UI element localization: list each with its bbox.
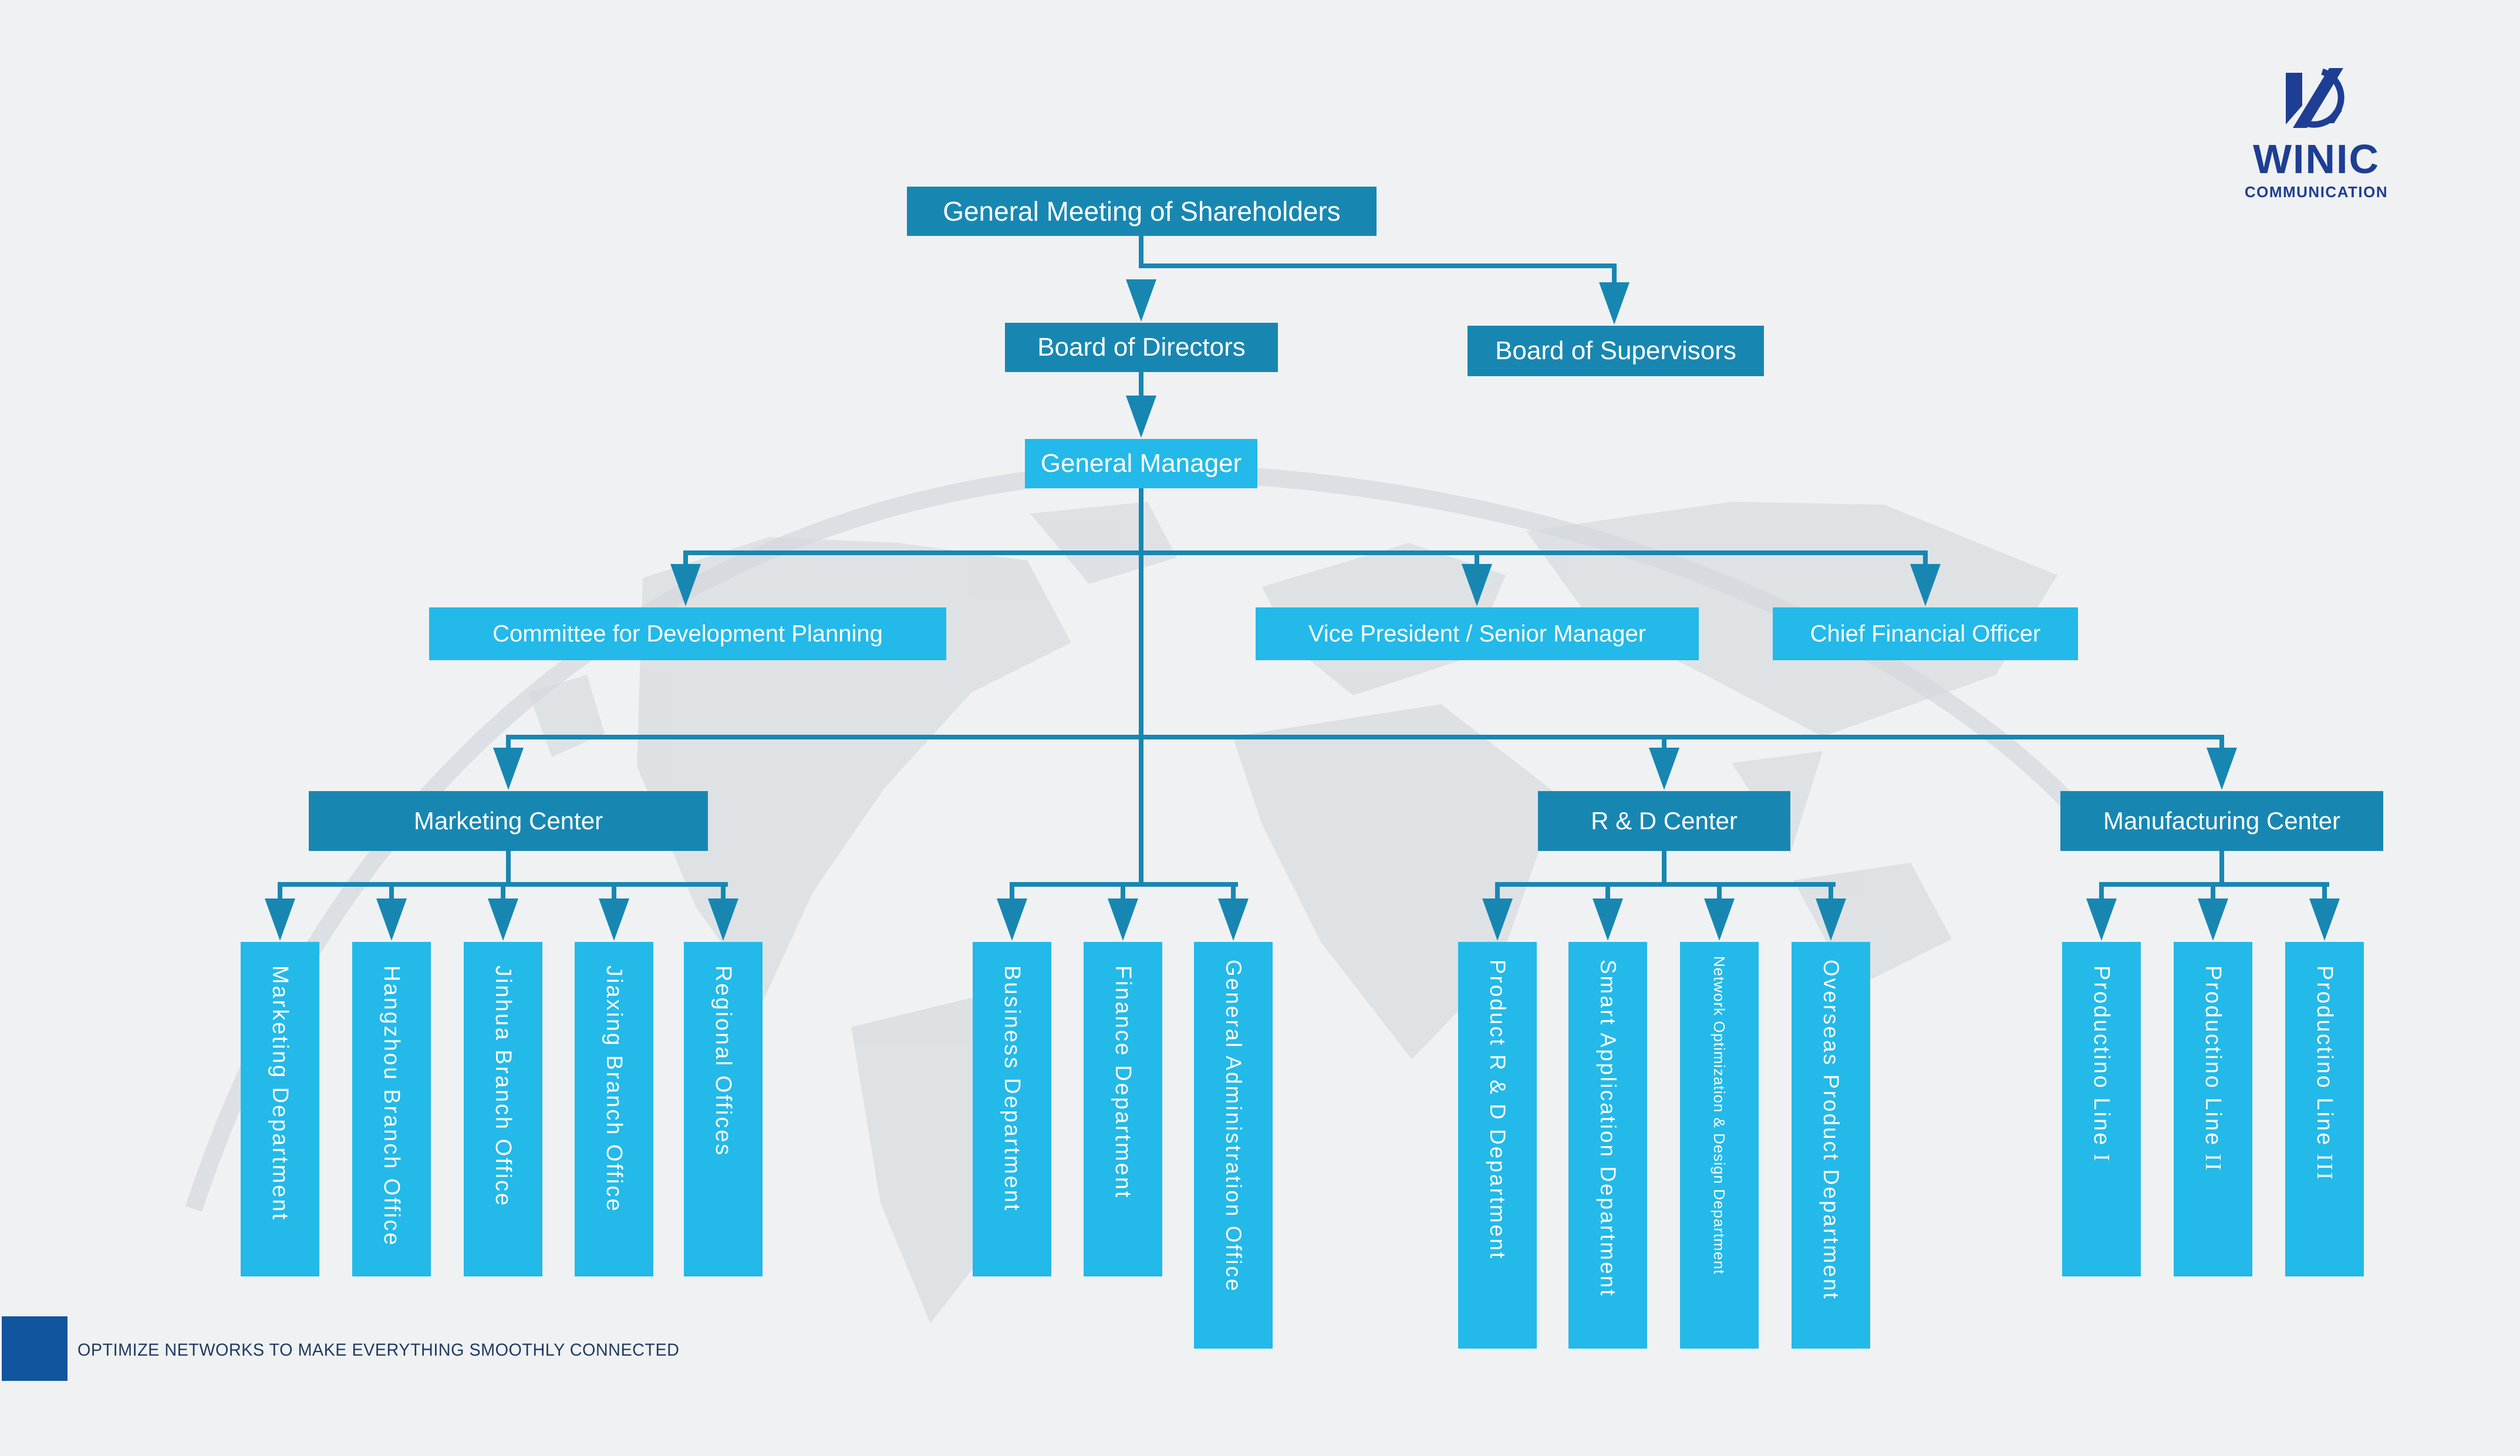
arrow-down-icon [1599,282,1630,325]
node-network-optimization-design-department: Network Optimization & Design Department [1680,942,1759,1349]
tagline-accent-square [2,1316,68,1381]
connector-line [2099,884,2104,900]
node-jinhua-branch-office: Jinhua Branch Office [464,942,542,1276]
connector-line [1139,264,1617,268]
node-chief-financial-officer: Chief Financial Officer [1773,607,2078,660]
node-rd-center: R & D Center [1538,791,1790,851]
connector-line [389,884,394,900]
arrow-down-icon [1218,898,1249,941]
node-jiaxing-branch-office: Jiaxing Branch Office [575,942,653,1276]
node-manufacturing-center: Manufacturing Center [2060,791,2383,851]
node-hangzhou-branch-office: Hangzhou Branch Office [352,942,431,1276]
node-business-department: Business Department [973,942,1051,1276]
production-line-numeral: I [2089,1154,2114,1163]
production-line-numeral: III [2312,1154,2337,1182]
connector-line [506,735,2224,739]
node-general-meeting-of-shareholders: General Meeting of Shareholders [907,187,1377,236]
connector-line [501,884,505,900]
logo-mark-icon [2286,68,2344,128]
arrow-down-icon [1108,898,1138,941]
connector-line [506,737,511,751]
node-finance-department: Finance Department [1084,942,1162,1276]
node-vice-president-senior-manager: Vice President / Senior Manager [1256,607,1699,660]
connector-line [1475,553,1479,567]
arrow-down-icon [2207,748,2237,790]
logo-brand-text: WINIC [2252,136,2380,182]
company-logo: WINIC COMMUNICATION [2239,63,2393,201]
arrow-down-icon [599,898,629,941]
node-product-rd-department: Product R & D Department [1458,942,1537,1349]
connector-line [2219,851,2224,884]
connector-line [1662,851,1666,884]
tagline-text: OPTIMIZE NETWORKS TO MAKE EVERYTHING SMO… [77,1340,680,1360]
node-marketing-department: Marketing Department [241,942,319,1276]
connector-line [1923,553,1928,567]
connector-line [721,884,726,900]
connector-line [683,553,688,567]
production-line-label: Productino Line [2201,965,2225,1147]
connector-line [506,851,511,884]
connector-line [1605,884,1610,900]
connector-line [1121,884,1125,900]
connector-line [1231,884,1236,900]
node-board-of-supervisors: Board of Supervisors [1468,326,1764,376]
arrow-down-icon [1462,564,1492,606]
node-general-manager: General Manager [1025,439,1257,488]
connector-line [1139,372,1143,399]
arrow-down-icon [1126,396,1156,438]
node-general-administration-office: General Administration Office [1194,942,1273,1349]
connector-line [1495,882,1836,887]
connector-line [1612,264,1617,287]
connector-line [2211,884,2215,900]
connector-line [1717,884,1722,900]
node-committee-for-development-planning: Committee for Development Planning [429,607,946,660]
arrow-down-icon [1704,898,1735,941]
arrow-down-icon [1910,564,1941,606]
node-production-line-2: Productino LineII [2174,942,2252,1276]
arrow-down-icon [488,898,518,941]
connector-line [278,884,282,900]
production-line-label: Productino Line [2089,965,2114,1147]
connector-line [1495,884,1500,900]
production-line-label: Productino Line [2312,965,2337,1147]
arrow-down-icon [376,898,407,941]
arrow-down-icon [2086,898,2117,941]
arrow-down-icon [1816,898,1846,941]
arrow-down-icon [1593,898,1623,941]
arrow-down-icon [2198,898,2228,941]
connector-line [2219,737,2224,751]
connector-line [683,550,1928,555]
arrow-down-icon [1126,279,1156,322]
arrow-down-icon [493,748,524,790]
connector-line [612,884,616,900]
node-smart-application-department: Smart Application Department [1568,942,1647,1349]
connector-line [1010,884,1014,900]
node-production-line-3: Productino LineIII [2285,942,2364,1276]
node-marketing-center: Marketing Center [309,791,708,851]
arrow-down-icon [708,898,738,941]
connector-line [1139,236,1143,268]
connector-line [1662,737,1666,751]
arrow-down-icon [997,898,1027,941]
arrow-down-icon [2309,898,2340,941]
connector-line [1829,884,1833,900]
arrow-down-icon [265,898,295,941]
arrow-down-icon [1482,898,1513,941]
connector-line [2322,884,2327,900]
connector-line [1139,488,1143,884]
production-line-numeral: II [2201,1154,2225,1173]
arrow-down-icon [670,564,701,606]
node-regional-offices: Regional Offices [684,942,763,1276]
node-board-of-directors: Board of Directors [1005,323,1278,372]
node-production-line-1: Productino LineI [2062,942,2141,1276]
node-overseas-product-department: Overseas Product Department [1792,942,1870,1349]
arrow-down-icon [1649,748,1679,790]
logo-subtitle-text: COMMUNICATION [2244,183,2389,201]
